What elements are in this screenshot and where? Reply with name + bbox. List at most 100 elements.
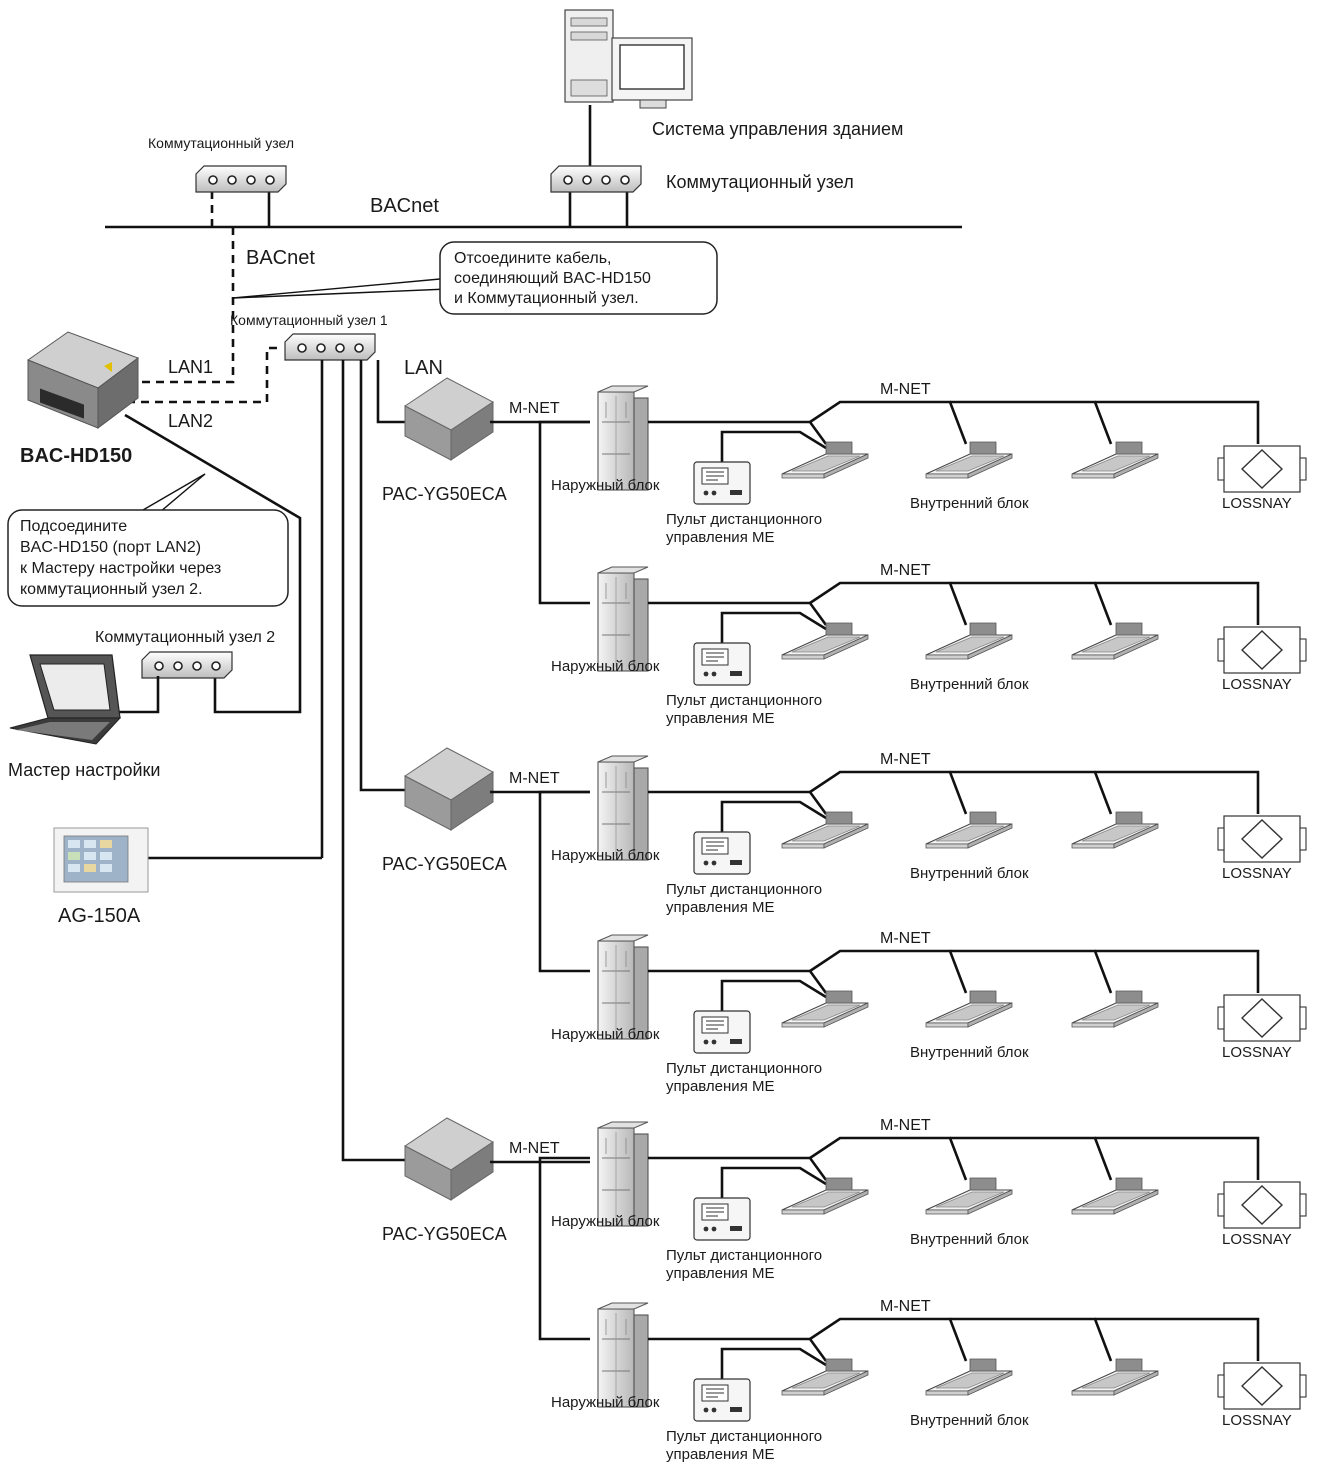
indoor-unit-icon (1071, 811, 1159, 849)
top-right-hub (550, 165, 642, 193)
mnet-label-indoor: M-NET (880, 1117, 931, 1134)
indoor-unit-icon (925, 441, 1013, 479)
hub-1 (284, 333, 376, 361)
top-right-hub-label: Коммутационный узел (666, 172, 854, 192)
lossnay-icon (1217, 1181, 1307, 1229)
top-left-hub (195, 165, 287, 193)
remote-label-line-1: Пульт дистанционного (666, 1247, 822, 1264)
remote-label-line-2: управления ME (666, 1446, 774, 1463)
remote-controller-icon (693, 642, 751, 686)
outdoor-unit-label: Наружный блок (551, 658, 660, 675)
system-row: Наружный блок M-NET Пульт дистанционногоуп… (551, 1298, 1307, 1463)
lan2-label: LAN2 (168, 411, 213, 431)
lossnay-icon (1217, 445, 1307, 493)
lossnay-label: LOSSNAY (1222, 676, 1292, 693)
indoor-unit-icon (1071, 1177, 1159, 1215)
remote-label-line-2: управления ME (666, 1265, 774, 1282)
indoor-unit-label: Внутренний блок (910, 1231, 1029, 1248)
bac-hd150-label: BAC-HD150 (20, 445, 132, 467)
mnet-label-pac: M-NET (509, 770, 560, 787)
outdoor-unit-label: Наружный блок (551, 1213, 660, 1230)
pac-yg50eca-label: PAC-YG50ECA (382, 854, 507, 874)
outdoor-unit-icon (597, 1121, 649, 1227)
hub-2-label: Коммутационный узел 2 (95, 629, 275, 646)
pac-yg50eca-icon (404, 1117, 494, 1201)
indoor-unit-label: Внутренний блок (910, 865, 1029, 882)
remote-controller-icon (693, 1378, 751, 1422)
connect-callout-line-1: Подсоедините (20, 518, 127, 535)
lossnay-label: LOSSNAY (1222, 495, 1292, 512)
indoor-unit-label: Внутренний блок (910, 676, 1029, 693)
lossnay-icon (1217, 815, 1307, 863)
indoor-unit-icon (925, 1358, 1013, 1396)
mnet-label-pac: M-NET (509, 1140, 560, 1157)
mnet-label-pac: M-NET (509, 400, 560, 417)
laptop-icon (9, 654, 122, 745)
mnet-label-indoor: M-NET (880, 1298, 931, 1315)
remote-controller-icon (693, 831, 751, 875)
top-left-hub-label: Коммутационный узел (148, 135, 294, 151)
pac-yg50eca-label: PAC-YG50ECA (382, 1224, 507, 1244)
lossnay-label: LOSSNAY (1222, 1044, 1292, 1061)
pac-yg50eca-icon (404, 377, 494, 461)
indoor-unit-label: Внутренний блок (910, 495, 1029, 512)
remote-label-line-2: управления ME (666, 1078, 774, 1095)
disconnect-callout-line-1: Отсоедините кабель, (454, 250, 611, 267)
remote-controller-icon (693, 1197, 751, 1241)
bacnet-top-label: BACnet (370, 195, 439, 217)
lan1-label: LAN1 (168, 357, 213, 377)
outdoor-unit-icon (597, 1302, 649, 1408)
pac-yg50eca-label: PAC-YG50ECA (382, 484, 507, 504)
connect-callout-line-4: коммутационный узел 2. (20, 581, 203, 598)
outdoor-unit-icon (597, 755, 649, 861)
indoor-unit-label: Внутренний блок (910, 1044, 1029, 1061)
lossnay-label: LOSSNAY (1222, 1231, 1292, 1248)
bacnet-left-label: BACnet (246, 247, 315, 269)
remote-controller-icon (693, 461, 751, 505)
remote-controller-icon (693, 1010, 751, 1054)
outdoor-unit-label: Наружный блок (551, 847, 660, 864)
connect-callout-line-3: к Мастеру настройки через (20, 560, 221, 577)
bac-hd150-icon (26, 331, 140, 429)
mnet-label-indoor: M-NET (880, 562, 931, 579)
disconnect-callout-line-3: и Коммутационный узел. (454, 290, 639, 307)
ag-150a-label: AG-150A (58, 905, 141, 927)
outdoor-unit-icon (597, 385, 649, 491)
bms-label: Система управления зданием (652, 119, 903, 139)
outdoor-unit-icon (597, 566, 649, 672)
remote-label-line-1: Пульт дистанционного (666, 1060, 822, 1077)
remote-label-line-1: Пульт дистанционного (666, 1428, 822, 1445)
indoor-unit-label: Внутренний блок (910, 1412, 1029, 1429)
mnet-label-indoor: M-NET (880, 381, 931, 398)
pac-yg50eca-icon (404, 747, 494, 831)
lan-label: LAN (404, 357, 443, 379)
remote-label-line-1: Пульт дистанционного (666, 881, 822, 898)
disconnect-callout (439, 241, 718, 315)
lossnay-icon (1217, 626, 1307, 674)
ag-150a-icon (53, 827, 149, 893)
indoor-unit-icon (925, 622, 1013, 660)
indoor-unit-icon (1071, 622, 1159, 660)
outdoor-unit-label: Наружный блок (551, 1026, 660, 1043)
remote-label-line-2: управления ME (666, 710, 774, 727)
indoor-unit-icon (925, 1177, 1013, 1215)
lossnay-icon (1217, 994, 1307, 1042)
indoor-unit-icon (1071, 1358, 1159, 1396)
outdoor-unit-label: Наружный блок (551, 1394, 660, 1411)
bms-computer-icon (564, 9, 693, 109)
mnet-label-indoor: M-NET (880, 751, 931, 768)
connect-callout-line-2: BAC-HD150 (порт LAN2) (20, 539, 201, 556)
remote-label-line-2: управления ME (666, 529, 774, 546)
outdoor-unit-icon (597, 934, 649, 1040)
indoor-unit-icon (925, 990, 1013, 1028)
remote-label-line-2: управления ME (666, 899, 774, 916)
disconnect-callout-line-2: соединяющий BAC-HD150 (454, 270, 651, 287)
